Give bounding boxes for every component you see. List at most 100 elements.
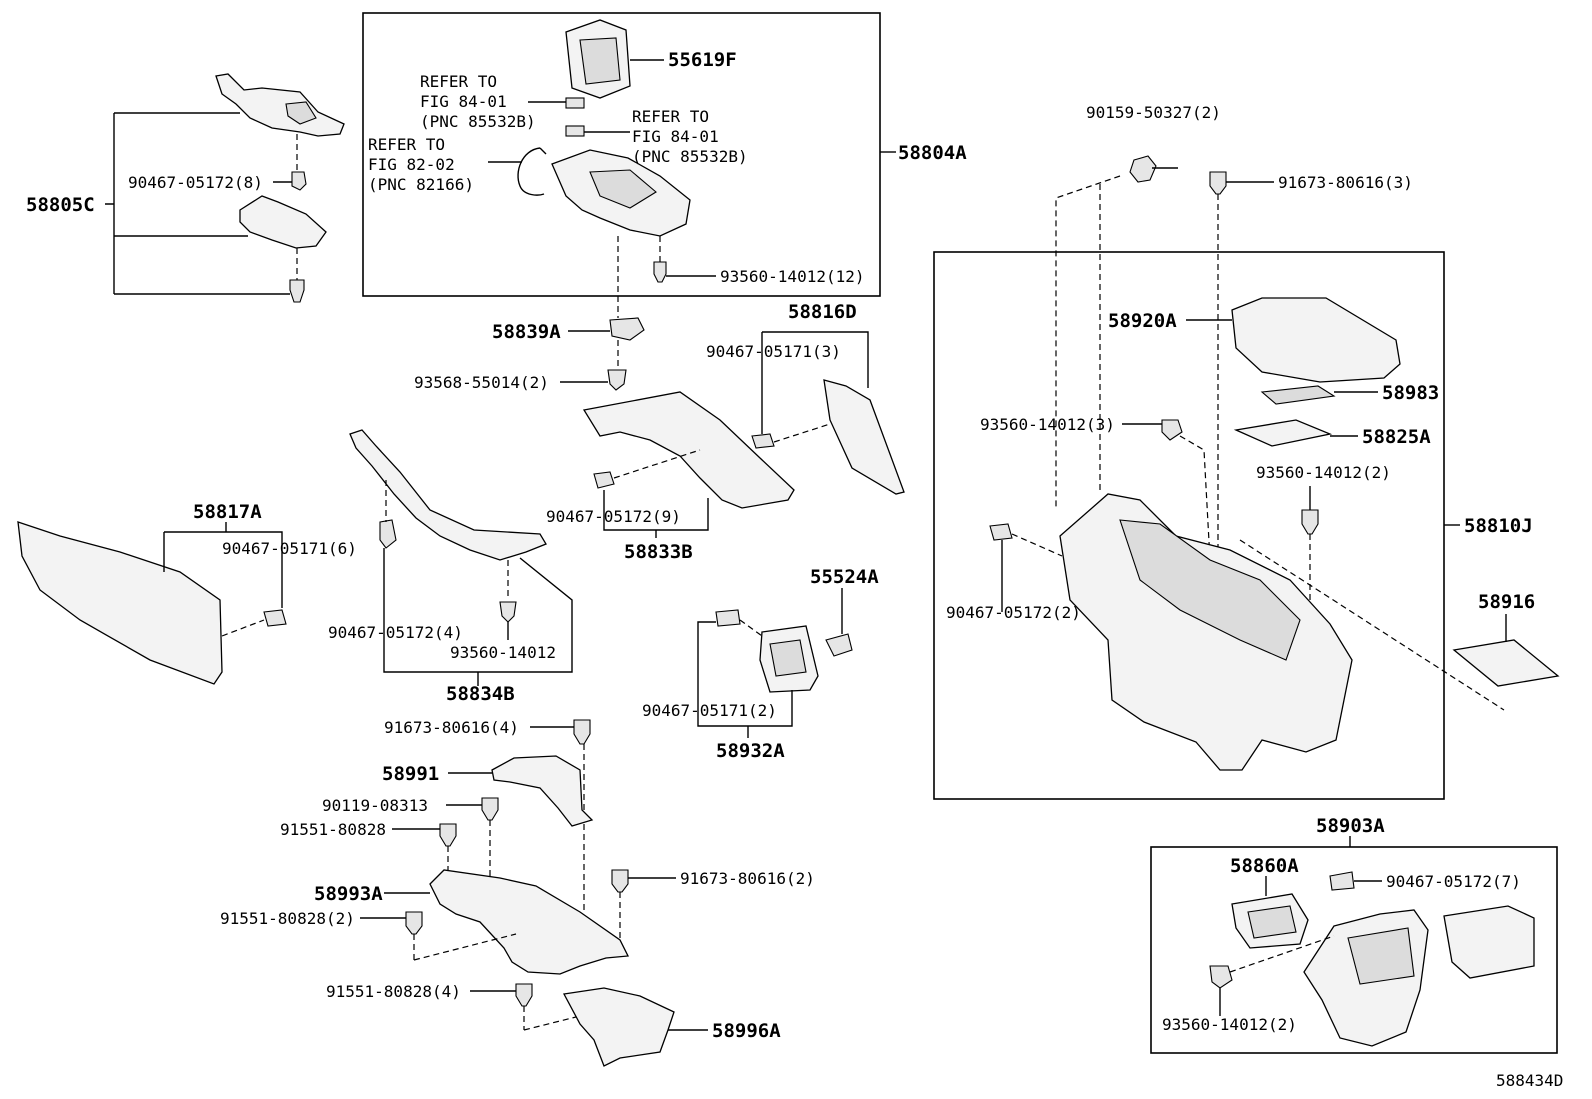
- label-58996a: 58996A: [712, 1020, 781, 1042]
- label-58804a: 58804A: [898, 142, 967, 164]
- screw-93560-14012: [499, 601, 517, 623]
- part-58903a-outlet: [1443, 905, 1535, 979]
- clip-90467-05172-4: [379, 519, 397, 549]
- part-58833b-bracket: [582, 391, 795, 509]
- screw-93568-55014: [607, 369, 627, 391]
- clip-90467-05171-3: [751, 433, 775, 449]
- refer-note-85532b-right: REFER TO FIG 84-01 (PNC 85532B): [632, 107, 748, 166]
- bracket-58817a: [163, 522, 283, 608]
- part-upper-shift-detail: [285, 101, 317, 125]
- bolt-91673-80616-4: [573, 719, 591, 745]
- part-58834b-trim: [349, 429, 547, 561]
- label-90467-05172-8: 90467-05172(8): [128, 173, 263, 192]
- part-58903a-rear-panel-inner: [1347, 927, 1415, 985]
- label-90467-05172-2: 90467-05172(2): [946, 603, 1081, 622]
- bracket-58816d: [761, 331, 869, 434]
- refer-note-line: FIG 84-01: [632, 127, 719, 146]
- screw-93560-14012-12: [653, 261, 667, 283]
- label-58833b: 58833B: [624, 541, 693, 563]
- label-90119-08313: 90119-08313: [322, 796, 428, 815]
- label-58817a: 58817A: [193, 501, 262, 523]
- label-58993a: 58993A: [314, 883, 383, 905]
- part-58810j-console: [1059, 493, 1353, 771]
- bolt-91673-80616-3: [1209, 171, 1227, 195]
- figure-id: 588434D: [1496, 1071, 1563, 1090]
- refer-note-line: REFER TO: [368, 135, 445, 154]
- part-shift-panel-slot: [589, 169, 657, 209]
- refer-note-85532b-left: REFER TO FIG 84-01 (PNC 85532B): [420, 72, 536, 131]
- label-93560-14012-3: 93560-14012(3): [980, 415, 1115, 434]
- label-91551-80828-2: 91551-80828(2): [220, 909, 355, 928]
- part-58816d-panel: [823, 379, 905, 495]
- part-55524a-switch: [825, 633, 853, 657]
- bolt-90119-08313: [481, 797, 499, 821]
- label-58816d: 58816D: [788, 301, 857, 323]
- label-90467-05172-9: 90467-05172(9): [546, 507, 681, 526]
- bolt-91673-80616-2: [611, 869, 629, 893]
- label-58916: 58916: [1478, 591, 1535, 613]
- refer-note-line: REFER TO: [632, 107, 709, 126]
- connector-85532b-b: [565, 125, 585, 137]
- label-58920a: 58920A: [1108, 310, 1177, 332]
- part-58993a-bracket: [429, 869, 630, 975]
- label-58903a: 58903A: [1316, 815, 1385, 837]
- bracket-58833b: [603, 490, 709, 538]
- refer-note-line: (PNC 85532B): [420, 112, 536, 131]
- label-58860a: 58860A: [1230, 855, 1299, 877]
- clip-90467-05171-6: [263, 609, 287, 627]
- label-91673-80616-4: 91673-80616(4): [384, 718, 519, 737]
- clip-90467-05172-2: [989, 523, 1013, 541]
- part-58996a-bracket: [562, 987, 675, 1067]
- label-91673-80616-2: 91673-80616(2): [680, 869, 815, 888]
- clip-90467-05172-7: [1329, 871, 1355, 891]
- group-box-58804a: [362, 12, 881, 297]
- label-90467-05172-4: 90467-05172(4): [328, 623, 463, 642]
- label-90159-50327-2: 90159-50327(2): [1086, 103, 1221, 122]
- bracket-58932a: [697, 621, 793, 738]
- wire-82166: [517, 147, 547, 196]
- label-90467-05172-7: 90467-05172(7): [1386, 872, 1521, 891]
- clip-90467-05172-top: [291, 171, 307, 191]
- bracket-58805c: [105, 112, 290, 295]
- group-box-58903a: [1150, 846, 1558, 1054]
- label-58932a: 58932A: [716, 740, 785, 762]
- clip-90467-05172-9: [593, 471, 615, 489]
- clip-90467-05171-2: [715, 609, 741, 627]
- refer-note-line: (PNC 85532B): [632, 147, 748, 166]
- part-58920a-lid: [1231, 297, 1401, 383]
- part-58860a-vent-grille: [1247, 905, 1297, 939]
- refer-note-line: FIG 82-02: [368, 155, 455, 174]
- label-58825a: 58825A: [1362, 426, 1431, 448]
- label-91551-80828-4: 91551-80828(4): [326, 982, 461, 1001]
- label-90467-05171-2: 90467-05171(2): [642, 701, 777, 720]
- refer-note-line: REFER TO: [420, 72, 497, 91]
- refer-note-82166: REFER TO FIG 82-02 (PNC 82166): [368, 135, 474, 194]
- label-93568-55014-2: 93568-55014(2): [414, 373, 549, 392]
- bolt-91551-80828: [439, 823, 457, 847]
- label-58810j: 58810J: [1464, 515, 1533, 537]
- label-90467-05171-6: 90467-05171(6): [222, 539, 357, 558]
- part-58983-pad: [1260, 385, 1336, 405]
- label-58805c: 58805C: [26, 194, 95, 216]
- label-93560-14012-2b: 93560-14012(2): [1162, 1015, 1297, 1034]
- label-93560-14012-12: 93560-14012(12): [720, 267, 865, 286]
- screw-93560-14012-2a: [1301, 509, 1319, 535]
- part-lower-shift-base: [239, 195, 327, 249]
- bolt-58805c: [289, 279, 305, 303]
- label-58991: 58991: [382, 763, 439, 785]
- bolt-91551-80828-4: [515, 983, 533, 1007]
- label-93560-14012-2a: 93560-14012(2): [1256, 463, 1391, 482]
- part-58916-mat: [1452, 639, 1560, 687]
- label-90467-05171-3: 90467-05171(3): [706, 342, 841, 361]
- bolt-91551-80828-2: [405, 911, 423, 935]
- label-93560-14012: 93560-14012: [450, 643, 556, 662]
- part-upper-shift-cover: [215, 73, 345, 137]
- refer-note-line: FIG 84-01: [420, 92, 507, 111]
- part-58810j-inner: [1119, 519, 1301, 661]
- label-55524a: 55524A: [810, 566, 879, 588]
- label-58834b: 58834B: [446, 683, 515, 705]
- part-58817a-side-panel: [17, 521, 223, 685]
- label-55619f: 55619F: [668, 49, 737, 71]
- screw-93560-14012-2b: [1209, 965, 1233, 989]
